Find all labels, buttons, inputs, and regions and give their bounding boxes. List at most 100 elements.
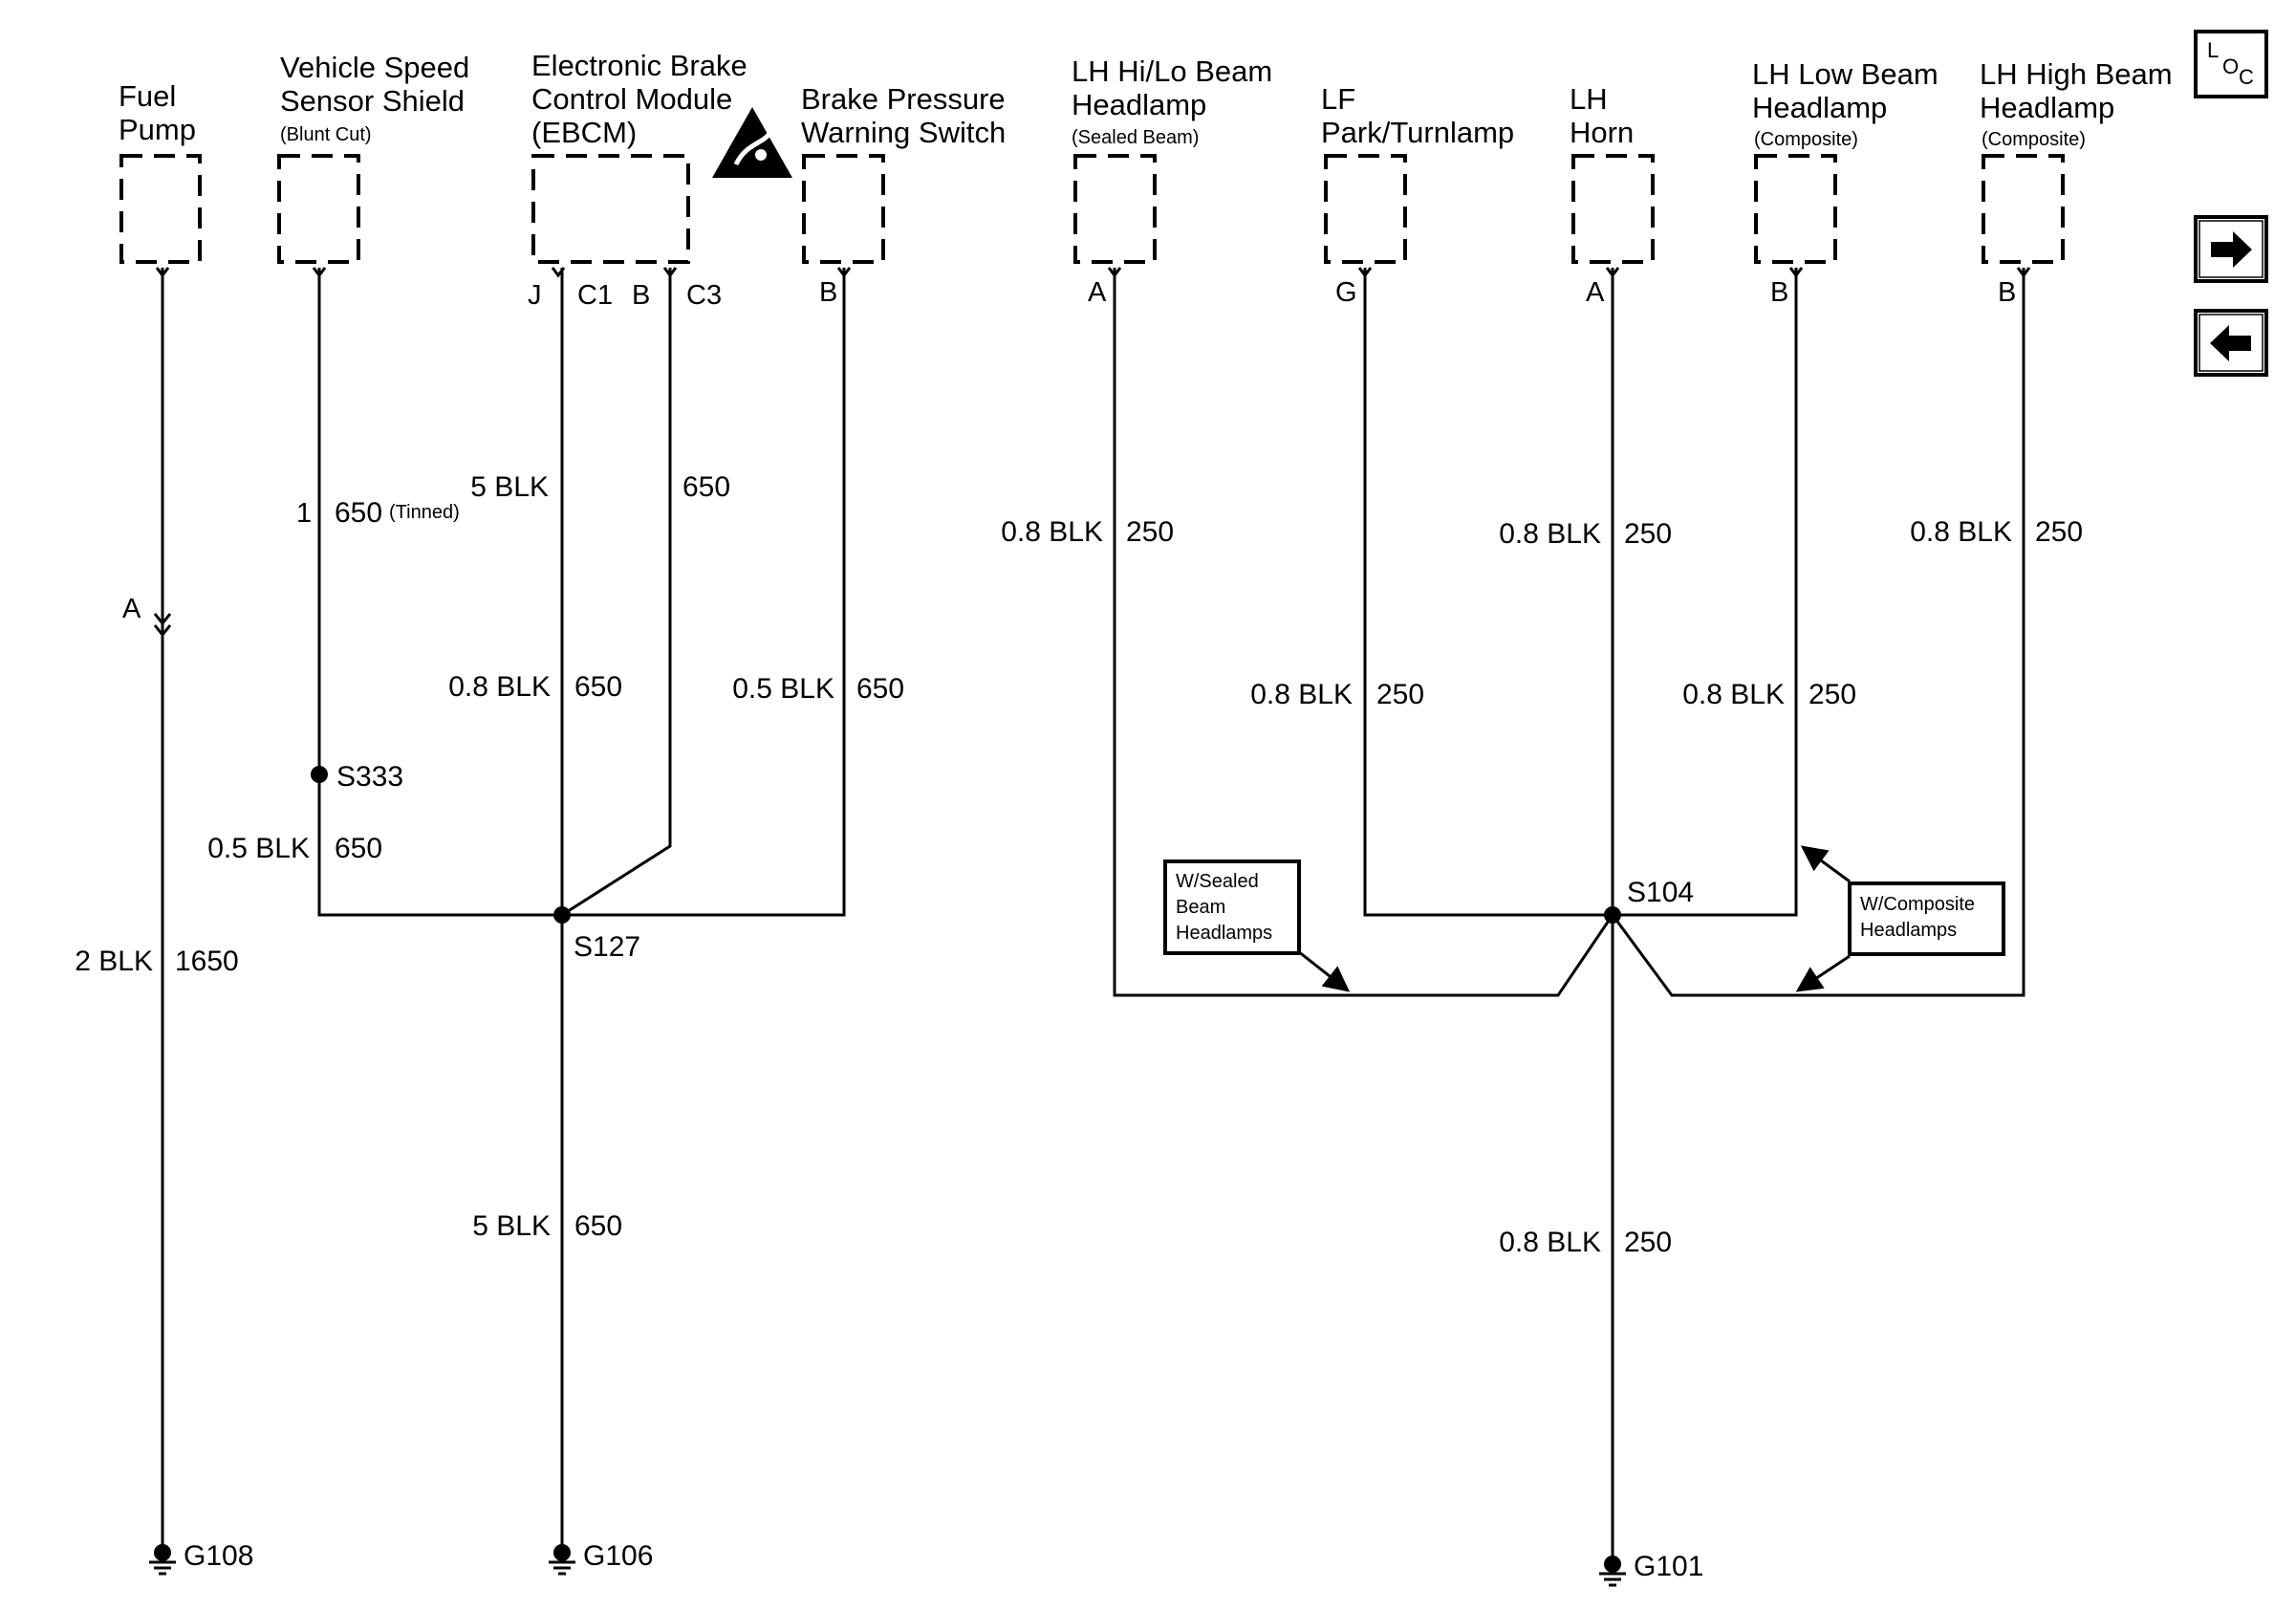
vss-lower-wire-gauge: 0.5 BLK (207, 833, 310, 864)
park-turn-pin: G (1335, 277, 1357, 308)
wires (153, 268, 2025, 1556)
horn-wire-circuit: 250 (1624, 518, 1672, 550)
low-beam-label-line2: Headlamp (1752, 91, 1887, 124)
brake-switch-pin: B (819, 277, 837, 308)
hilo-pin: A (1088, 277, 1107, 308)
vss-shield-component: Vehicle Speed Sensor Shield (Blunt Cut) (277, 51, 469, 264)
brake-switch-wire[interactable] (562, 268, 846, 917)
splice-s127-dot[interactable] (553, 906, 571, 924)
high-beam-label-line1: LH High Beam (1980, 57, 2173, 91)
ebcm-c3-wire-circuit: 650 (682, 471, 730, 503)
ebcm-label-line2: Control Module (531, 82, 732, 116)
high-beam-connector-box[interactable] (1982, 154, 2065, 264)
splice-s333-label: S333 (336, 761, 403, 793)
vss-wire-note: (Tinned) (389, 502, 460, 523)
vss-shield-label-line2: Sensor Shield (280, 84, 465, 118)
composite-note-arrow-up (1800, 845, 1851, 883)
esd-warning-icon (712, 107, 792, 178)
loc-letter-l: L (2207, 38, 2219, 62)
high-beam-wire[interactable] (1611, 268, 2025, 997)
inline-connector-icon (153, 613, 172, 638)
ebcm-c1-wire-circuit: 650 (574, 671, 622, 703)
brake-switch-wire-circuit: 650 (856, 673, 904, 705)
hilo-sublabel: (Sealed Beam) (1072, 127, 1199, 148)
loc-letter-c: C (2239, 65, 2254, 89)
high-beam-sublabel: (Composite) (1982, 129, 2086, 150)
park-turn-wire[interactable] (1363, 268, 1613, 917)
sealed-note-arrow (1297, 949, 1351, 992)
park-turn-wire-circuit: 250 (1376, 679, 1424, 710)
lh-hilo-headlamp-component: LH Hi/Lo Beam Headlamp (Sealed Beam) (1072, 54, 1272, 264)
high-beam-wire-circuit: 250 (2035, 516, 2083, 548)
low-beam-wire-circuit: 250 (1809, 679, 1856, 710)
ebcm-label-line1: Electronic Brake (531, 49, 747, 82)
ebcm-component: Electronic Brake Control Module (EBCM) (531, 49, 792, 264)
composite-note-line2: Headlamps (1860, 920, 1957, 941)
fuel-inline-connector-label: A (122, 594, 141, 624)
ebcm-c3-wire-gauge: 5 BLK (470, 471, 549, 503)
low-beam-wire-gauge: 0.8 BLK (1682, 679, 1785, 710)
fuel-pump-connector-box[interactable] (119, 154, 202, 264)
loc-letter-o: O (2222, 54, 2239, 78)
lh-high-beam-headlamp-component: LH High Beam Headlamp (Composite) (1980, 57, 2173, 264)
horn-label-line1: LH (1570, 82, 1608, 116)
ground-g106-icon (549, 1544, 575, 1576)
location-view-button[interactable]: L O C (2194, 30, 2268, 98)
splice-s104-label: S104 (1627, 877, 1694, 908)
ebcm-pin-c1: C1 (577, 280, 613, 311)
ebcm-pin-c3: C3 (686, 280, 722, 311)
fuel-pump-wire-circuit: 1650 (175, 946, 239, 977)
g106-wire-circuit: 650 (574, 1210, 622, 1242)
hilo-label-line2: Headlamp (1072, 88, 1206, 121)
ebcm-c3-wire[interactable] (561, 268, 672, 917)
g101-wire-gauge: 0.8 BLK (1499, 1227, 1601, 1258)
composite-note-line1: W/Composite (1860, 894, 1975, 915)
splice-s333-dot[interactable] (311, 766, 328, 783)
splice-s104-dot[interactable] (1604, 906, 1621, 924)
hilo-wire-gauge: 0.8 BLK (1001, 516, 1103, 548)
ebcm-label-line3: (EBCM) (531, 116, 637, 149)
lf-park-turnlamp-component: LF Park/Turnlamp (1321, 82, 1514, 264)
park-turn-connector-box[interactable] (1324, 154, 1407, 264)
brake-switch-connector-box[interactable] (802, 154, 885, 264)
low-beam-connector-box[interactable] (1754, 154, 1837, 264)
pin-terminals (155, 267, 2031, 278)
hilo-connector-box[interactable] (1073, 154, 1157, 264)
ground-g108-icon (149, 1544, 176, 1576)
vss-shield-wire[interactable] (317, 268, 562, 917)
previous-page-button[interactable] (2194, 309, 2268, 377)
horn-wire-gauge: 0.8 BLK (1499, 518, 1601, 550)
fuel-pump-wire-gauge: 2 BLK (75, 946, 153, 977)
horn-pin: A (1586, 277, 1605, 308)
fuel-pump-component: Fuel Pump (119, 79, 202, 264)
ebcm-pin-b: B (632, 280, 650, 311)
sealed-note-line1: W/Sealed (1176, 871, 1259, 892)
arrow-right-icon (2211, 231, 2252, 268)
horn-connector-box[interactable] (1571, 154, 1655, 264)
sealed-note-line3: Headlamps (1176, 923, 1272, 944)
ground-g101-icon (1599, 1556, 1626, 1587)
composite-note: W/Composite Headlamps (1795, 845, 2005, 992)
park-turn-wire-gauge: 0.8 BLK (1250, 679, 1353, 710)
hilo-label-line1: LH Hi/Lo Beam (1072, 54, 1272, 88)
fuel-pump-label-line1: Fuel (119, 79, 176, 113)
vss-wire-pin-number: 1 (296, 498, 312, 529)
fuel-pump-label-line2: Pump (119, 113, 196, 146)
brake-switch-label-line1: Brake Pressure (801, 82, 1006, 116)
sealed-beam-note: W/Sealed Beam Headlamps (1163, 859, 1351, 992)
vss-wire-circuit: 650 (335, 497, 382, 529)
high-beam-wire-gauge: 0.8 BLK (1910, 516, 2012, 548)
low-beam-sublabel: (Composite) (1754, 129, 1858, 150)
ebcm-connector-box[interactable] (531, 154, 690, 264)
lh-horn-component: LH Horn (1570, 82, 1655, 264)
hilo-wire[interactable] (1113, 268, 1614, 997)
sealed-note-line2: Beam (1176, 897, 1225, 918)
park-turn-label-line1: LF (1321, 82, 1355, 116)
next-page-button[interactable] (2194, 215, 2268, 283)
composite-note-arrow-down (1795, 954, 1851, 992)
low-beam-wire[interactable] (1613, 268, 1798, 917)
splice-s127-label: S127 (574, 931, 640, 963)
brake-pressure-switch-component: Brake Pressure Warning Switch (801, 82, 1006, 264)
lh-low-beam-headlamp-component: LH Low Beam Headlamp (Composite) (1752, 57, 1939, 264)
vss-shield-connector-box[interactable] (277, 154, 360, 264)
